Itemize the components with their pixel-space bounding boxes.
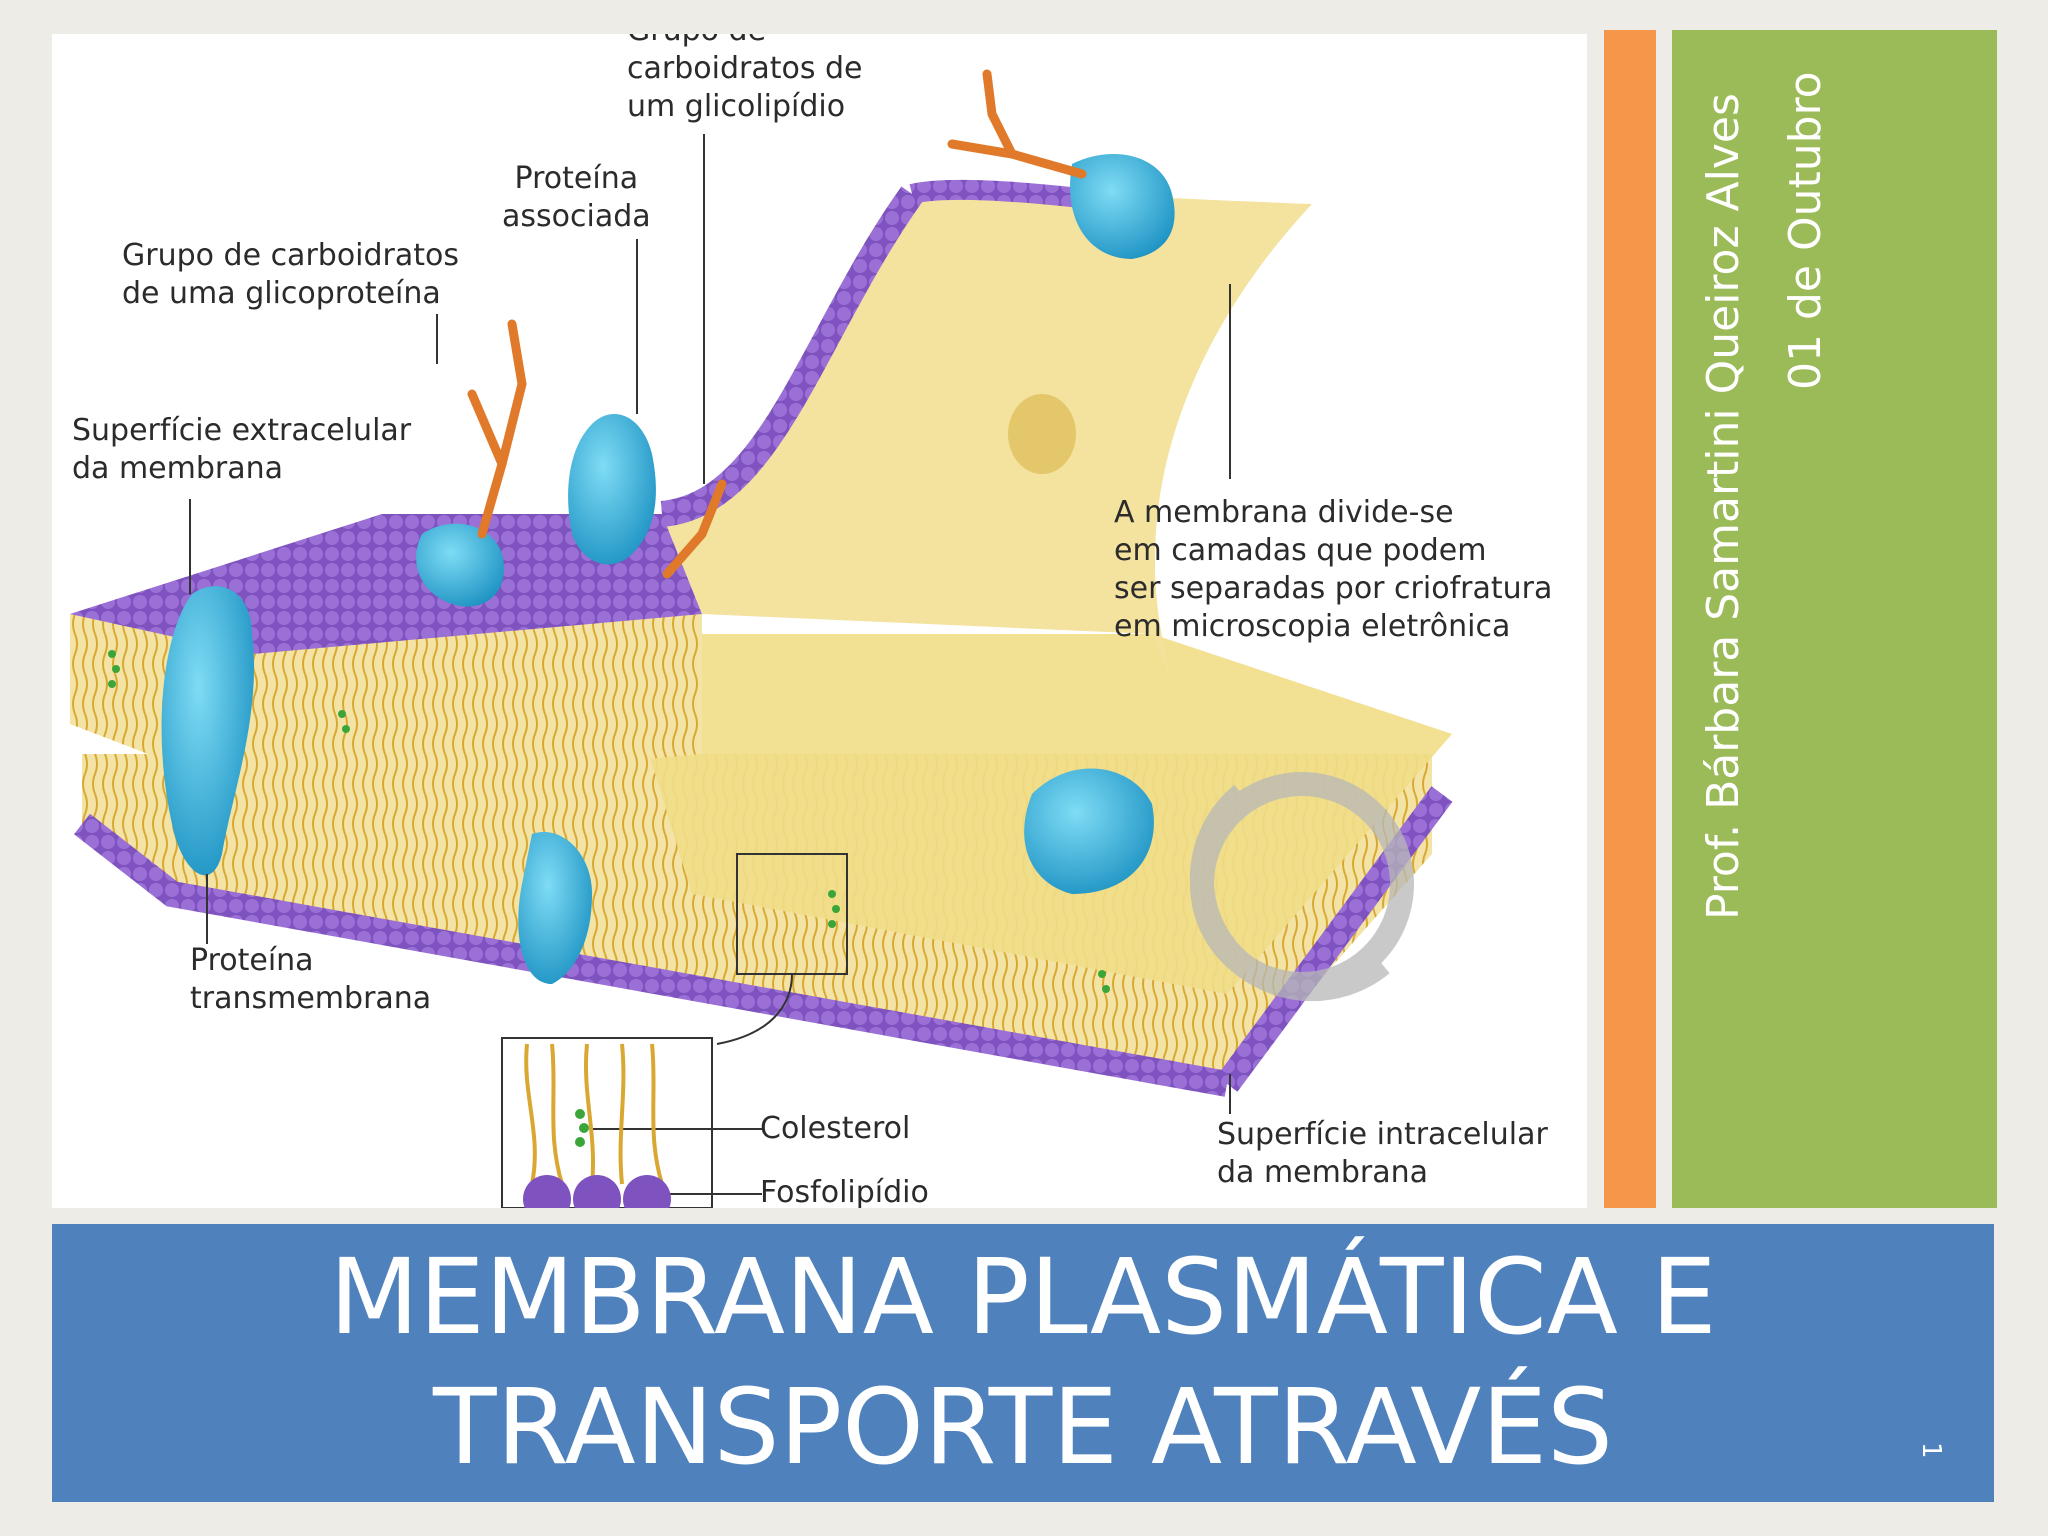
slide-title: MEMBRANA PLASMÁTICA E TRANSPORTE ATRAVÉS xyxy=(52,1232,1994,1492)
label-cholesterol: Colesterol xyxy=(760,1111,911,1146)
label-associated-protein: Proteína associada xyxy=(502,161,651,234)
label-transmembrane-protein: Proteína transmembrana xyxy=(190,943,432,1016)
label-glycoprotein-carbohydrates: Grupo de carboidratos de uma glicoproteí… xyxy=(122,238,460,311)
label-phospholipid: Fosfolipídio xyxy=(760,1175,929,1208)
slide-number: 1 xyxy=(1916,1442,1946,1459)
label-membrane-layers: A membrana divide-se em camadas que pode… xyxy=(1114,495,1553,644)
orange-accent-bar xyxy=(1604,30,1656,1208)
transmembrane-protein-shape xyxy=(161,586,255,876)
watermark-logo xyxy=(1189,772,1414,1002)
label-glycolipid-carbohydrates: Grupo de carboidratos de um glicolipídio xyxy=(627,34,863,124)
author-panel: Prof. Bárbara Samartini Queiroz Alves 01… xyxy=(1672,30,1997,1208)
label-intracellular-surface: Superfície intracelular da membrana xyxy=(1217,1117,1548,1190)
cholesterol-dots xyxy=(108,650,1110,993)
membrane-diagram: Grupo de carboidratos de um glicolipídio… xyxy=(52,34,1587,1208)
inset-detail xyxy=(523,1043,671,1208)
peeled-layer xyxy=(662,189,1312,755)
carbohydrate-chains xyxy=(467,69,1087,579)
lower-head-row xyxy=(74,813,1230,1097)
label-extracellular-surface: Superfície extracelular da membrana xyxy=(72,413,412,486)
title-line-1: MEMBRANA PLASMÁTICA E xyxy=(329,1236,1717,1358)
membrane-illustration xyxy=(70,69,1453,1208)
presentation-date: 01 de Outubro xyxy=(1780,71,1831,390)
title-line-2: TRANSPORTE ATRAVÉS xyxy=(432,1366,1614,1488)
associated-protein-shape xyxy=(568,414,656,565)
author-name: Prof. Bárbara Samartini Queiroz Alves xyxy=(1698,93,1749,920)
title-band: MEMBRANA PLASMÁTICA E TRANSPORTE ATRAVÉS xyxy=(52,1224,1994,1502)
